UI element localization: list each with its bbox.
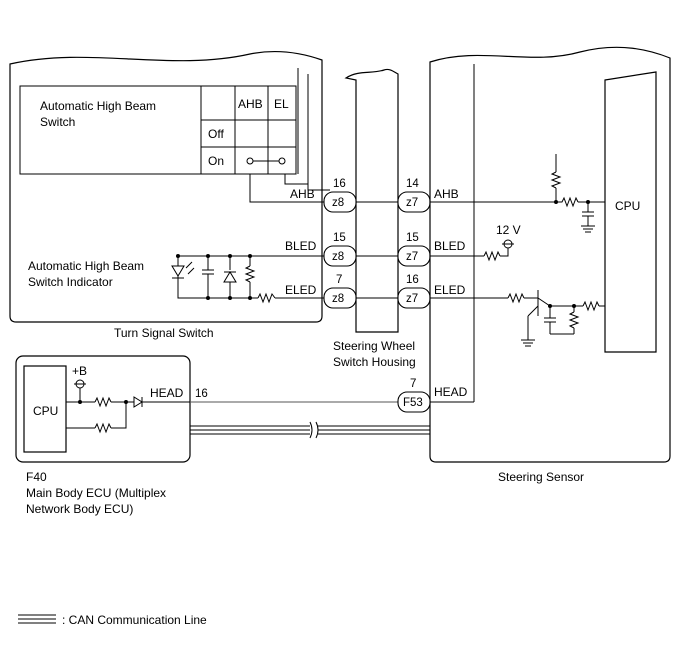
voltage-12v: 12 V (496, 223, 521, 237)
signal-eled-left: ELED (285, 283, 317, 297)
indicator-name-line1: Automatic High Beam (28, 259, 144, 273)
pin-z7-eled: 16 (406, 274, 419, 286)
pin-z8-ahb: 16 (333, 178, 346, 190)
pin-z8-eled: 7 (336, 274, 342, 286)
connector-z8-label-1: z8 (332, 197, 344, 209)
ecu-label-line2: Main Body ECU (Multiplex (26, 486, 166, 500)
table-header-ahb: AHB (238, 97, 263, 111)
turn-signal-switch-label: Turn Signal Switch (114, 326, 214, 340)
indicator-name-line2: Switch Indicator (28, 275, 113, 289)
switch-housing-label-2: Switch Housing (333, 355, 416, 369)
signal-bled-right: BLED (434, 239, 466, 253)
connector-z7-label-1: z7 (406, 197, 418, 209)
pin-z7-bled: 15 (406, 232, 419, 244)
legend-can-line-label: : CAN Communication Line (62, 613, 207, 627)
signal-head-ecu: HEAD (150, 386, 184, 400)
connector-z8-eled (323, 287, 357, 309)
table-row-on: On (208, 154, 224, 168)
sensor-cpu-box (604, 71, 657, 353)
connector-z8-bled (323, 245, 357, 267)
connector-z8-ahb (323, 191, 357, 213)
signal-eled-right: ELED (434, 283, 466, 297)
table-header-el: EL (274, 97, 289, 111)
pin-f53-head: 7 (410, 378, 416, 390)
signal-ahb-right: AHB (434, 187, 459, 201)
connector-z7-label-3: z7 (406, 293, 418, 305)
sensor-cpu-label: CPU (615, 199, 640, 213)
switch-inner-box (19, 85, 297, 175)
connector-z7-label-2: z7 (406, 251, 418, 263)
connector-z8-label-3: z8 (332, 293, 344, 305)
ecu-cpu-label: CPU (33, 404, 58, 418)
ecu-cpu-box (23, 365, 67, 453)
table-row-off: Off (208, 127, 224, 141)
signal-head-right: HEAD (434, 385, 468, 399)
steering-sensor-label: Steering Sensor (498, 470, 584, 484)
signal-ahb-left: AHB (290, 187, 315, 201)
switch-housing-box (344, 68, 399, 333)
connector-f53-label: F53 (403, 397, 423, 409)
signal-bled-left: BLED (285, 239, 317, 253)
pin-z8-bled: 15 (333, 232, 346, 244)
switch-name-line2: Switch (40, 115, 75, 129)
ecu-label-line3: Network Body ECU) (26, 502, 133, 516)
ecu-plus-b: +B (72, 364, 87, 378)
connector-z8-label-2: z8 (332, 251, 344, 263)
switch-housing-label-1: Steering Wheel (333, 339, 415, 353)
switch-name-line1: Automatic High Beam (40, 99, 156, 113)
pin-ecu-head: 16 (195, 388, 208, 400)
ecu-label-line1: F40 (26, 470, 47, 484)
pin-z7-ahb: 14 (406, 178, 419, 190)
